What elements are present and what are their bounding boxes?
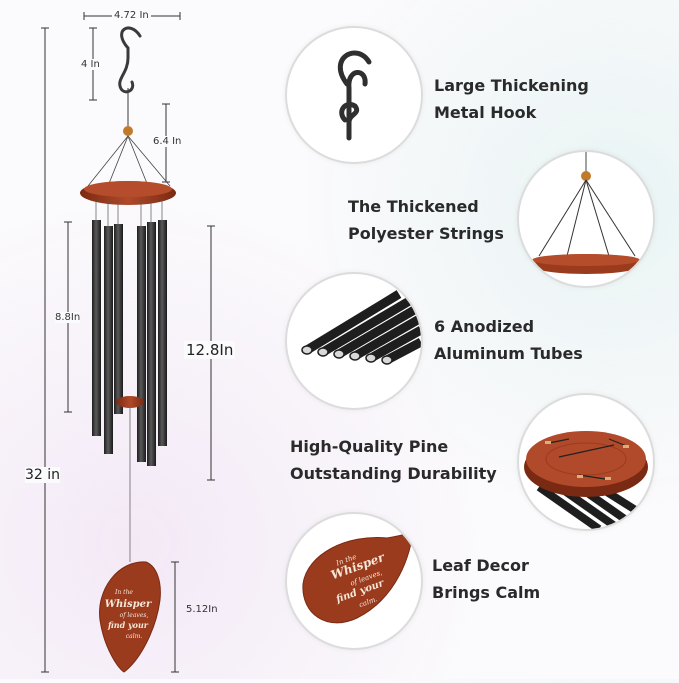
dimension-width-label: 4.72 In — [112, 10, 151, 21]
leaf-sail — [99, 561, 161, 673]
feature-tubes-text: 6 Anodized Aluminum Tubes — [434, 313, 583, 367]
leaf-text-3: of leaves, — [120, 612, 149, 619]
feature-leaf-line2: Brings Calm — [432, 583, 541, 602]
feature-hook-text: Large Thickening Metal Hook — [434, 72, 589, 126]
feature-hook-circle — [285, 26, 423, 164]
feature-leaf-text: Leaf Decor Brings Calm — [432, 552, 540, 606]
dimension-hook-label: 4 In — [81, 59, 100, 70]
feature-leaf-circle: In the Whisper of leaves, find your calm… — [285, 512, 423, 650]
hook-icon — [337, 50, 372, 141]
feature-tubes-circle — [285, 272, 423, 410]
wind-chime-drawing: In the Whisper of leaves, find your calm… — [41, 12, 215, 673]
leaf-icon: In the Whisper of leaves, find your calm… — [302, 528, 414, 624]
wood-disk-icon — [524, 431, 653, 529]
feature-strings-line2: Polyester Strings — [348, 224, 504, 243]
hook-shape — [118, 26, 142, 94]
dimension-long-tube-label: 12.8In — [184, 341, 236, 359]
feature-strings-circle — [517, 150, 655, 288]
dimension-total-label: 32 in — [25, 467, 61, 483]
feature-wood-line2: Outstanding Durability — [290, 464, 497, 483]
leaf-text-1: In the — [114, 589, 133, 596]
feature-wood-line1: High-Quality Pine — [290, 437, 449, 456]
strings-icon — [528, 152, 644, 274]
feature-strings-text: The Thickened Polyester Strings — [348, 193, 504, 247]
wood-bead — [123, 126, 133, 136]
striker-disk — [116, 396, 144, 408]
feature-tubes-line2: Aluminum Tubes — [434, 344, 583, 363]
dimension-leaf-label: 5.12In — [186, 604, 218, 615]
leaf-text-2: Whisper — [105, 599, 152, 610]
tubes-icon — [301, 290, 421, 365]
feature-strings-line1: The Thickened — [348, 197, 479, 216]
feature-hook-line2: Metal Hook — [434, 103, 537, 122]
feature-leaf-line1: Leaf Decor — [432, 556, 529, 575]
leaf-text-5: calm. — [126, 633, 143, 640]
wind-chime-illustration: In the Whisper of leaves, find your calm… — [0, 0, 280, 679]
feature-wood-circle — [517, 393, 655, 531]
dimension-short-tube-label: 8.8In — [55, 312, 81, 323]
feature-hook-line1: Large Thickening — [434, 76, 589, 95]
feature-wood-text: High-Quality Pine Outstanding Durability — [290, 433, 497, 487]
feature-tubes-line1: 6 Anodized — [434, 317, 535, 336]
dimension-string-label: 6.4 In — [152, 136, 183, 147]
leaf-text-4: find your — [107, 620, 149, 630]
tubes — [92, 220, 167, 466]
